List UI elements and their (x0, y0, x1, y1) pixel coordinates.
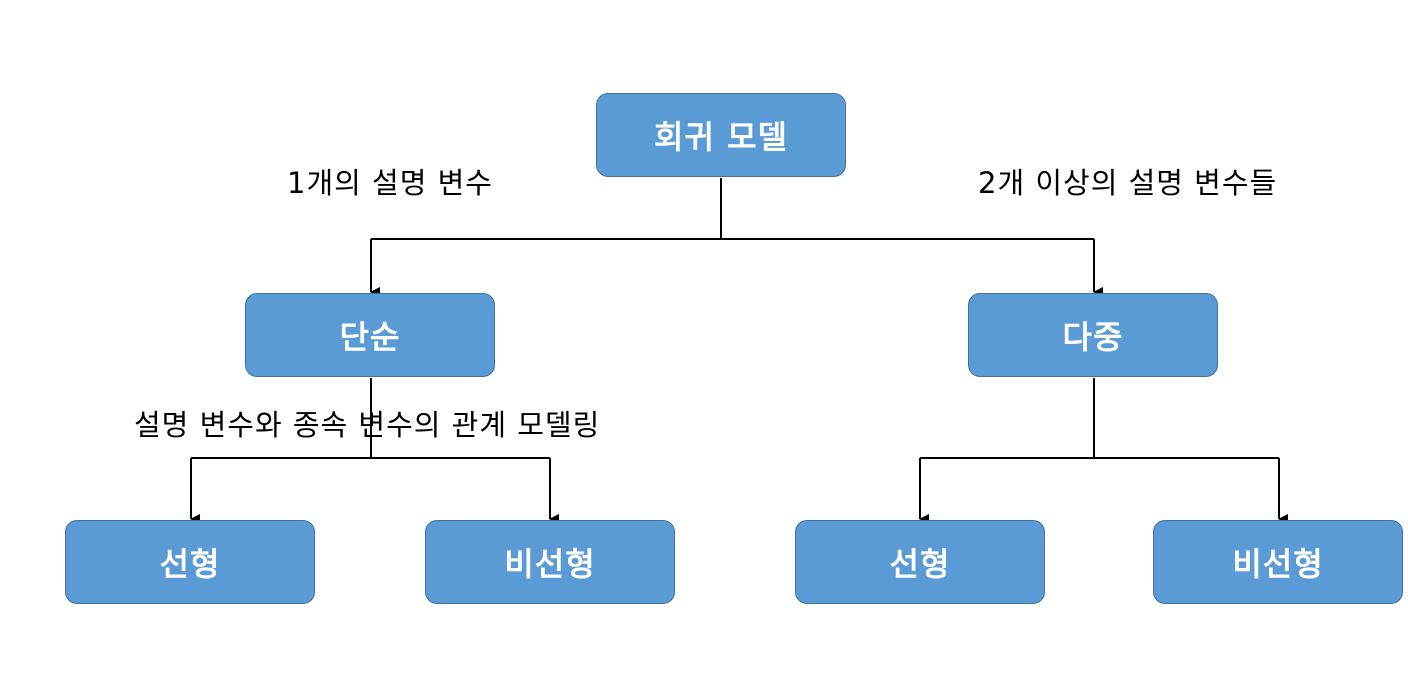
node-multiple-nonlinear: 비선형 (1153, 520, 1403, 604)
label-relation-description: 설명 변수와 종속 변수의 관계 모델링 (134, 408, 601, 442)
node-multiple-linear: 선형 (795, 520, 1045, 604)
node-simple-nonlinear: 비선형 (425, 520, 675, 604)
node-simple: 단순 (245, 293, 495, 377)
node-simple-linear: 선형 (65, 520, 315, 604)
label-multiple-description: 2개 이상의 설명 변수들 (978, 166, 1278, 200)
node-multiple: 다중 (968, 293, 1218, 377)
node-regression-model: 회귀 모델 (596, 93, 846, 177)
label-simple-description: 1개의 설명 변수 (287, 166, 493, 200)
